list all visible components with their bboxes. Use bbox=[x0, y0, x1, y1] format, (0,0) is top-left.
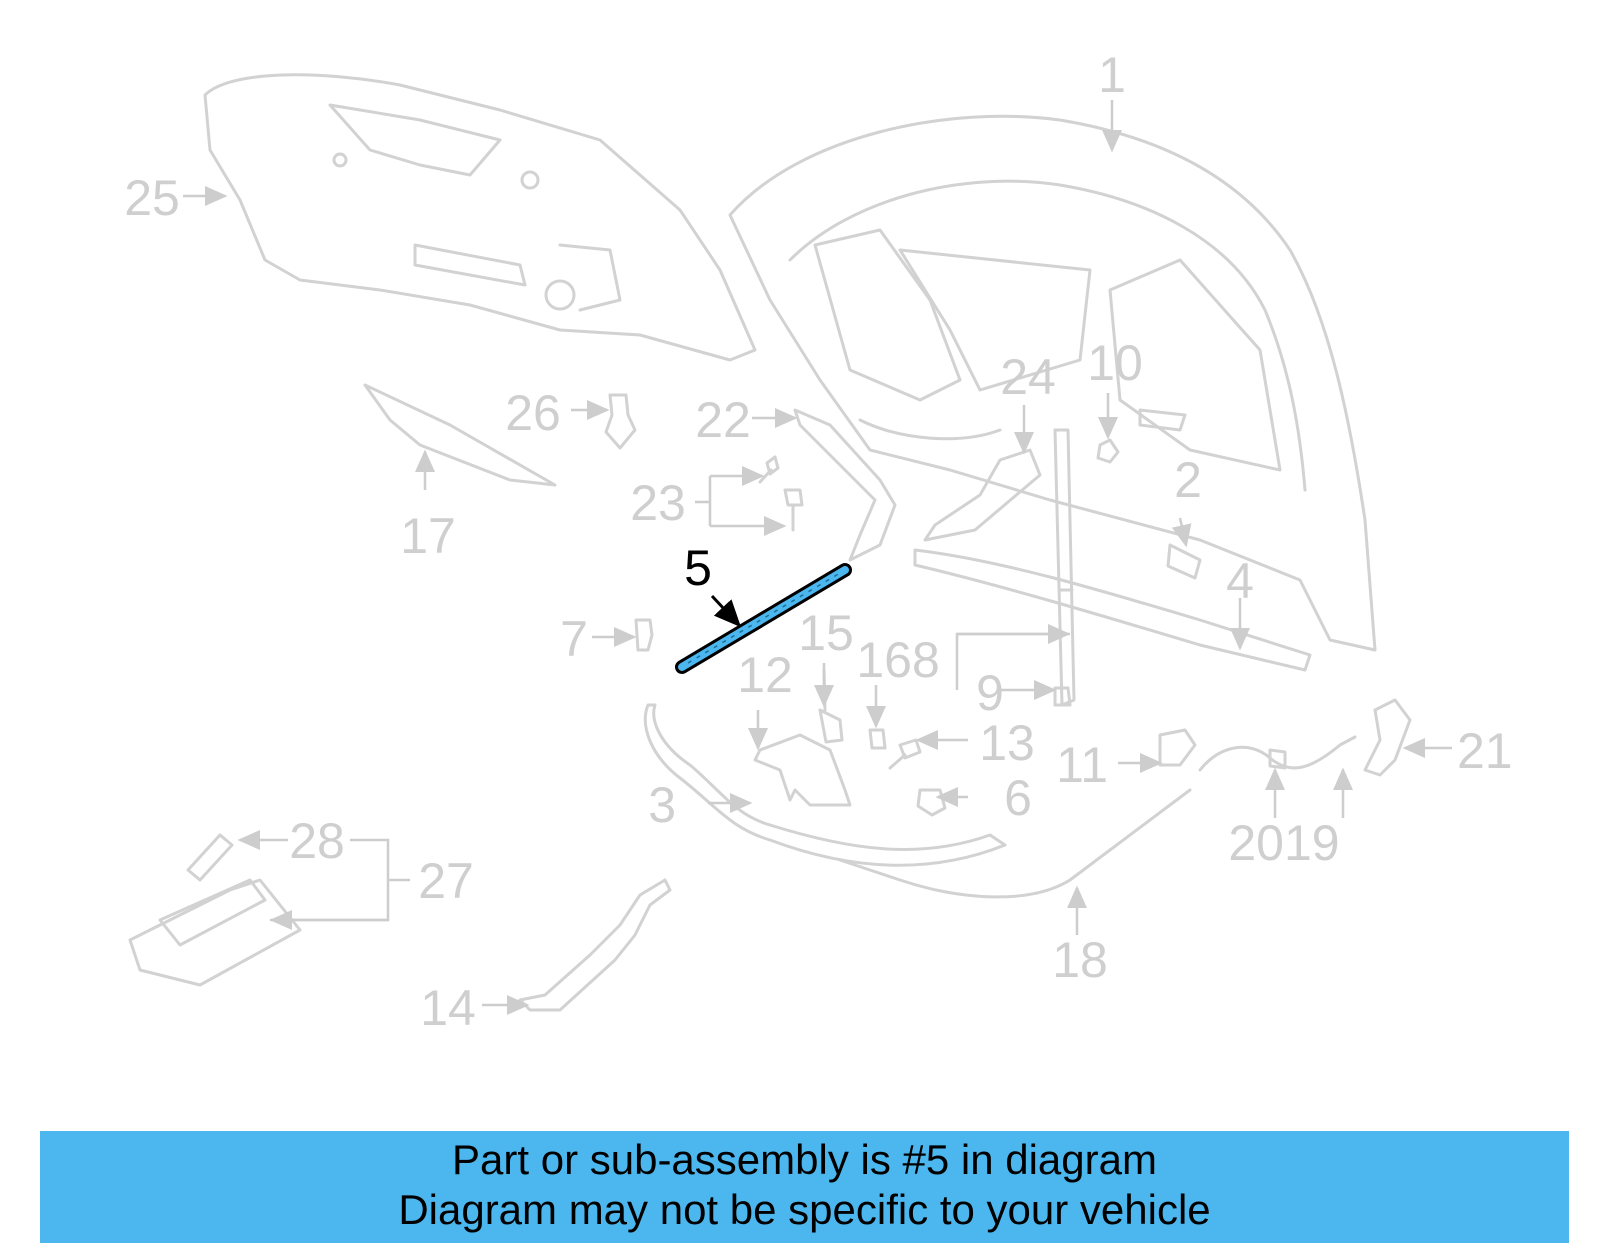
callout-21: 21 bbox=[1457, 723, 1513, 779]
callout-7: 7 bbox=[560, 611, 588, 667]
callout-22: 22 bbox=[695, 392, 751, 448]
release-bracket bbox=[1158, 728, 1197, 767]
callout-labels: 1 2 3 4 5 6 7 9 10 11 12 13 14 15 17 18 … bbox=[124, 47, 1512, 1036]
callout-19: 19 bbox=[1284, 815, 1340, 871]
release-handle bbox=[1363, 698, 1412, 777]
hood-release-cable bbox=[838, 788, 1192, 899]
hood-seal-rear bbox=[643, 703, 1007, 867]
callout-23: 23 bbox=[630, 475, 686, 531]
callout-16: 16 bbox=[856, 632, 912, 688]
callout-24: 24 bbox=[1000, 349, 1056, 405]
hood-hinge bbox=[793, 408, 897, 562]
highlighted-part-5 bbox=[675, 563, 852, 674]
hood-panel bbox=[728, 114, 1377, 652]
hood-support-strut bbox=[1053, 428, 1076, 707]
callout-12: 12 bbox=[737, 647, 793, 703]
callout-5: 5 bbox=[684, 540, 712, 596]
hood-bracket bbox=[923, 448, 1042, 542]
callout-18: 18 bbox=[1052, 932, 1108, 988]
callout-20: 20 bbox=[1228, 815, 1284, 871]
callout-14: 14 bbox=[420, 980, 476, 1036]
callout-25: 25 bbox=[124, 170, 180, 226]
hood-latch bbox=[753, 733, 852, 807]
prop-rod-clip bbox=[518, 878, 672, 1012]
callout-15: 15 bbox=[798, 605, 854, 661]
leader-lines bbox=[183, 100, 1452, 1015]
callout-27: 27 bbox=[418, 853, 474, 909]
release-cable-end bbox=[1198, 735, 1357, 772]
lamp-bulb bbox=[186, 833, 234, 882]
callout-28: 28 bbox=[289, 813, 345, 869]
air-deflector bbox=[363, 383, 557, 487]
callout-11: 11 bbox=[1056, 737, 1108, 793]
callout-6: 6 bbox=[1004, 770, 1032, 826]
info-banner: Part or sub-assembly is #5 in diagram Di… bbox=[40, 1131, 1569, 1243]
banner-line-1: Part or sub-assembly is #5 in diagram bbox=[452, 1136, 1157, 1183]
hood-seal-front bbox=[913, 548, 1312, 672]
callout-13: 13 bbox=[979, 715, 1035, 771]
callout-9: 9 bbox=[976, 665, 1004, 721]
callout-17: 17 bbox=[400, 508, 456, 564]
callout-8: 8 bbox=[912, 632, 940, 688]
callout-26: 26 bbox=[505, 385, 561, 441]
callout-10: 10 bbox=[1087, 335, 1143, 391]
hood-insulator bbox=[203, 73, 757, 362]
callout-3: 3 bbox=[648, 777, 676, 833]
banner-line-2: Diagram may not be specific to your vehi… bbox=[398, 1186, 1211, 1233]
callout-4: 4 bbox=[1226, 553, 1254, 609]
callout-2: 2 bbox=[1174, 452, 1202, 508]
callout-1: 1 bbox=[1098, 47, 1126, 103]
